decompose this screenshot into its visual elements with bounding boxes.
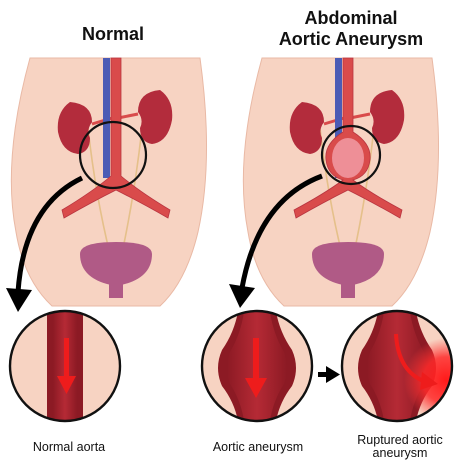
title-aneurysm-line2: Aortic Aneurysm [256,29,446,50]
aneurysm-torso [243,58,438,306]
urethra [341,284,355,298]
caption-ruptured-aneurysm: Ruptured aortic aneurysm [342,434,458,460]
progression-arrow-icon [318,366,340,383]
detail-ruptured-aneurysm [342,305,462,427]
caption-normal-aorta: Normal aorta [14,441,124,454]
caption-ruptured-line2: aneurysm [342,447,458,460]
aneurysm-bulge [332,138,364,178]
title-aneurysm: Abdominal Aortic Aneurysm [256,8,446,50]
detail-normal-aorta [10,305,120,427]
detail-aortic-aneurysm [202,305,312,427]
urethra [109,284,123,298]
title-normal: Normal [73,24,153,45]
normal-torso [11,58,206,306]
caption-aortic-aneurysm: Aortic aneurysm [198,441,318,454]
vena-cava [103,58,110,178]
title-aneurysm-line1: Abdominal [256,8,446,29]
